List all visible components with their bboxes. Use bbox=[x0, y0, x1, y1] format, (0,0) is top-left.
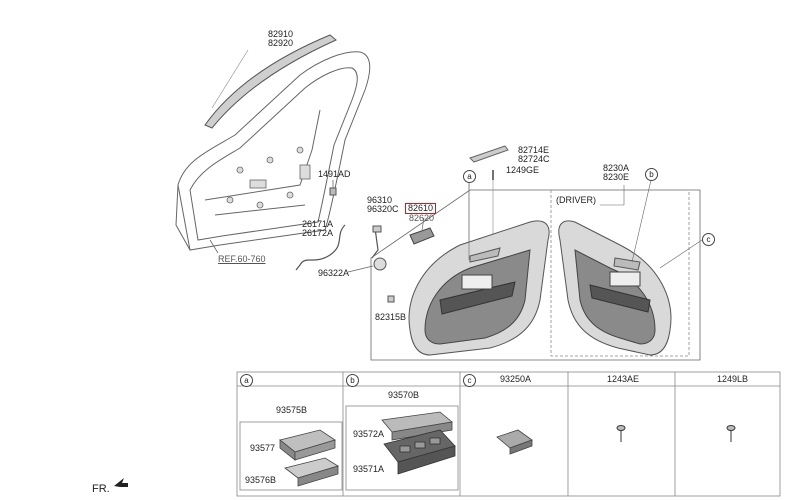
switch-93571A bbox=[383, 429, 456, 475]
part-82610 bbox=[409, 227, 435, 245]
label-82714E: 82714E bbox=[518, 145, 550, 155]
door-frame bbox=[175, 51, 371, 251]
label-8230A: 8230A bbox=[603, 163, 630, 173]
part-82315B bbox=[387, 295, 395, 303]
label-82315B: 82315B bbox=[375, 312, 407, 322]
speaker-bracket bbox=[371, 227, 379, 259]
label-1491AD: 1491AD bbox=[318, 169, 351, 179]
label-93570B: 93570B bbox=[388, 390, 420, 400]
switch-93577 bbox=[279, 429, 336, 461]
label-82610-highlighted: 82610 bbox=[405, 203, 437, 214]
label-82920: 82920 bbox=[268, 38, 294, 48]
callout-c[interactable]: c bbox=[702, 233, 715, 246]
part-1491AD bbox=[329, 187, 337, 196]
parts-table-grid bbox=[236, 371, 781, 497]
door-holes bbox=[226, 146, 311, 209]
weatherstrip-82910 bbox=[204, 34, 337, 129]
header-1243AE: 1243AE bbox=[607, 374, 640, 384]
trim-group-box bbox=[370, 189, 701, 361]
switch-93576B bbox=[284, 457, 339, 487]
label-26171A: 26171A bbox=[302, 219, 334, 229]
label-96320C: 96320C bbox=[367, 204, 399, 214]
table-callout-c: c bbox=[463, 374, 476, 387]
label-93576B: 93576B bbox=[245, 475, 277, 485]
label-8230E: 8230E bbox=[603, 172, 630, 182]
label-93577: 93577 bbox=[250, 443, 276, 453]
label-26172A: 26172A bbox=[302, 228, 334, 238]
speaker-96322A bbox=[373, 257, 387, 271]
screw-1243AE bbox=[616, 425, 626, 442]
table-callout-a: a bbox=[240, 374, 253, 387]
callout-b[interactable]: b bbox=[645, 168, 658, 181]
label-93575B: 93575B bbox=[276, 405, 308, 415]
label-82620: 82620 bbox=[409, 213, 435, 223]
part-93250A bbox=[496, 429, 533, 455]
label-93571A: 93571A bbox=[353, 464, 385, 474]
fr-label: FR. bbox=[92, 483, 110, 495]
label-82910: 82910 bbox=[268, 29, 294, 39]
header-93250A: 93250A bbox=[500, 374, 532, 384]
fr-arrow-icon bbox=[114, 478, 128, 487]
table-callout-b: b bbox=[346, 374, 359, 387]
label-82724C: 82724C bbox=[518, 154, 550, 164]
wiring-harness bbox=[295, 224, 346, 271]
ref-link[interactable]: REF.60-760 bbox=[218, 254, 266, 264]
driver-label: (DRIVER) bbox=[556, 195, 596, 205]
callout-a[interactable]: a bbox=[463, 170, 476, 183]
label-93572A: 93572A bbox=[353, 429, 385, 439]
label-96310: 96310 bbox=[367, 195, 393, 205]
door-trim-panel-left bbox=[408, 220, 550, 356]
switch-93572A bbox=[381, 411, 453, 441]
label-96322A: 96322A bbox=[318, 268, 350, 278]
door-trim-panel-right bbox=[558, 220, 672, 356]
label-1249GE: 1249GE bbox=[506, 165, 540, 175]
header-1249LB: 1249LB bbox=[717, 374, 749, 384]
screw-1249LB bbox=[726, 425, 736, 442]
driver-box bbox=[550, 189, 690, 357]
